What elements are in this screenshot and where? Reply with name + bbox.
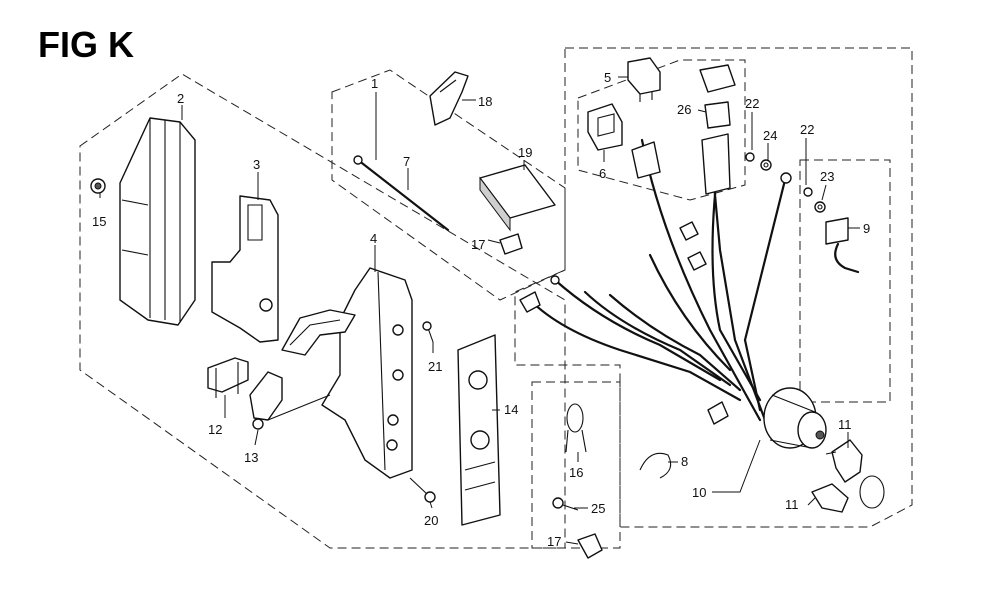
callout-11-upper: 11: [838, 417, 852, 432]
callout-1: 1: [371, 76, 378, 91]
callout-7: 7: [403, 154, 410, 169]
relay: [627, 57, 661, 102]
key-ring: [859, 475, 885, 509]
ignition-switch: [763, 387, 827, 449]
callout-21: 21: [428, 359, 442, 374]
callout-4: 4: [370, 231, 377, 246]
callout-8: 8: [681, 454, 688, 469]
washer-24: [760, 159, 772, 171]
ground-terminal: [825, 217, 860, 274]
bolt-25: [552, 497, 579, 511]
ignition-key-lower: [811, 483, 849, 513]
callout-14: 14: [504, 402, 518, 417]
leader-lines: [99, 76, 860, 545]
callout-3: 3: [253, 157, 260, 172]
control-box-cover: [119, 117, 196, 326]
screw-21: [422, 321, 434, 343]
callout-17-upper: 17: [471, 237, 485, 252]
screw-15: [90, 178, 106, 194]
screw-20: [409, 477, 436, 503]
callout-6: 6: [599, 166, 606, 181]
label-plate: [457, 334, 501, 526]
callout-5: 5: [604, 70, 611, 85]
choke-cable-group-boundary: [331, 69, 566, 301]
nut-22-left: [745, 152, 755, 162]
clip-group-boundary: [531, 381, 621, 549]
control-box-bracket: [211, 195, 279, 343]
callout-17-lower: 17: [547, 534, 561, 549]
control-panel: [321, 267, 413, 479]
callout-15: 15: [92, 214, 106, 229]
fuse-group-boundary: [577, 59, 746, 201]
clamp-8: [639, 452, 672, 479]
callout-13: 13: [244, 450, 258, 465]
callout-11-lower: 11: [785, 497, 799, 512]
callout-23: 23: [820, 169, 834, 184]
callout-labels: 1 2 3 4 5 6 7 8 9 10 11 11 12 13 14 15 1…: [92, 70, 870, 549]
clip-17-lower: [577, 533, 603, 559]
callout-20: 20: [424, 513, 438, 528]
engine-switch-lever: [281, 309, 356, 356]
callout-22-right: 22: [800, 122, 814, 137]
fuse-holder: [699, 64, 736, 129]
clip-17-upper: [499, 233, 523, 255]
terminal-12: [207, 357, 249, 398]
band-16: [565, 403, 587, 453]
wire-harness: [519, 133, 792, 425]
wire-harness-group-boundary: [514, 47, 913, 528]
callout-26: 26: [677, 102, 691, 117]
switch-13: [249, 371, 331, 430]
callout-9: 9: [863, 221, 870, 236]
callout-19: 19: [518, 145, 532, 160]
callout-24: 24: [763, 128, 777, 143]
nut-22-right: [803, 187, 813, 197]
ignition-switch-group-boundary: [799, 159, 891, 403]
figure-title: FIG K: [38, 24, 134, 65]
fuse-box-cover: [479, 164, 556, 232]
cable-clamp-18: [429, 71, 469, 126]
choke-cable: [353, 155, 450, 232]
callout-16: 16: [569, 465, 583, 480]
callout-22-left: 22: [745, 96, 759, 111]
callout-10: 10: [692, 485, 706, 500]
connector-6: [587, 103, 623, 151]
callout-2: 2: [177, 91, 184, 106]
callout-18: 18: [478, 94, 492, 109]
callout-12: 12: [208, 422, 222, 437]
ignition-key-upper: [825, 439, 863, 483]
washer-23: [814, 201, 826, 213]
callout-25: 25: [591, 501, 605, 516]
